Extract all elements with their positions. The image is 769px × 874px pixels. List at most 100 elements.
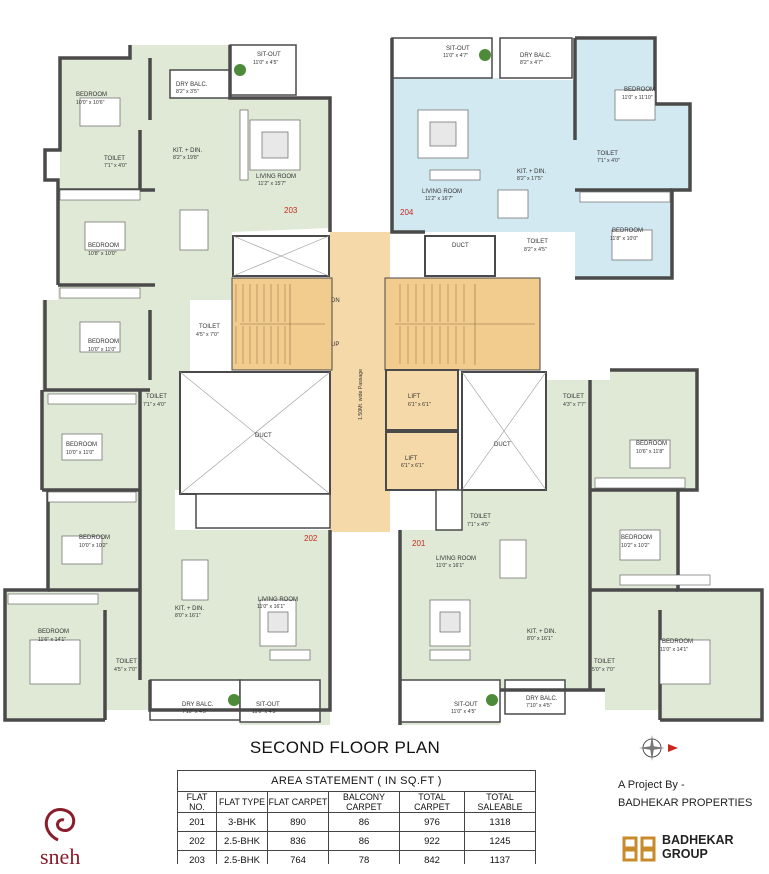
cell: 86 xyxy=(328,831,400,851)
cell: 2.5-BHK xyxy=(216,831,268,851)
unit-202-floor xyxy=(5,310,330,725)
table-header-row: FLAT NO. FLAT TYPE FLAT CARPET BALCONY C… xyxy=(177,791,536,813)
u202-living: LIVING ROOM xyxy=(258,597,298,603)
plants xyxy=(228,49,498,706)
u204-dry-balc-dim: 8'2" x 4'7" xyxy=(520,60,543,66)
lift-2-dim: 6'1" x 6'1" xyxy=(401,463,424,469)
u203-dry-balc-dim: 8'2" x 3'5" xyxy=(176,89,199,95)
window-strips xyxy=(7,189,711,605)
cell: 202 xyxy=(177,831,217,851)
cell: 890 xyxy=(267,812,329,832)
lift-2-label: LIFT xyxy=(405,456,418,462)
cell: 1245 xyxy=(464,831,536,851)
u202-toilet-b-dim: 4'5" x 7'0" xyxy=(114,667,137,673)
u204-bedroom-low: BEDROOM xyxy=(612,228,643,234)
u203-kit: KIT. + DIN. xyxy=(173,148,203,154)
u201-bedroom-c: BEDROOM xyxy=(662,639,693,645)
unit-201-number: 201 xyxy=(412,539,426,548)
u203-living: LIVING ROOM xyxy=(256,174,296,180)
u204-bedroom-top-dim: 11'0" x 11'10" xyxy=(622,95,653,101)
furniture xyxy=(29,89,711,685)
u204-bedroom-low-dim: 11'8" x 10'0" xyxy=(610,236,638,242)
u203-bedroom-mid-dim: 10'8" x 10'0" xyxy=(88,251,117,257)
u201-dry-balc: DRY BALC. xyxy=(526,696,558,702)
header-total-saleable: TOTAL SALEABLE xyxy=(464,791,536,813)
u203-bedroom-low-dim: 10'0" x 11'0" xyxy=(88,347,116,353)
duct-label-right: DUCT xyxy=(494,442,511,448)
u201-sit-out-dim: 11'0" x 4'5" xyxy=(451,709,476,715)
unit-201-floor xyxy=(400,370,762,725)
table-clip xyxy=(170,864,550,874)
cell: 922 xyxy=(399,831,465,851)
unit-204-number: 204 xyxy=(400,208,414,217)
u201-living-dim: 11'0" x 16'1" xyxy=(436,563,464,569)
cell: 1318 xyxy=(464,812,536,832)
u203-sit-out: SIT-OUT xyxy=(257,52,281,58)
u201-bedroom-a-dim: 10'6" x 11'8" xyxy=(636,449,664,455)
u203-bedroom-low: BEDROOM xyxy=(88,339,119,345)
u202-bedroom-c: BEDROOM xyxy=(38,629,69,635)
u202-toilet-b: TOILET xyxy=(116,659,137,665)
brand-wordmark: BADHEKAR GROUP xyxy=(662,833,734,861)
u201-toilet-c-dim: 5'0" x 7'0" xyxy=(592,667,615,673)
sneh-logo-text: sneh xyxy=(40,844,80,866)
u204-living: LIVING ROOM xyxy=(422,189,462,195)
u202-bedroom-b-dim: 10'0" x 10'2" xyxy=(79,543,108,549)
duct-label-top: DUCT xyxy=(452,243,469,249)
floor-plan-title: SECOND FLOOR PLAN xyxy=(249,738,441,757)
u201-sit-out: SIT-OUT xyxy=(454,702,478,708)
header-total-carpet: TOTAL CARPET xyxy=(399,791,465,813)
lift-1-dim: 6'1" x 6'1" xyxy=(408,402,431,408)
cell: 201 xyxy=(177,812,217,832)
area-statement-table: AREA STATEMENT ( IN SQ.FT ) FLAT NO. FLA… xyxy=(177,770,536,870)
cell: 976 xyxy=(399,812,465,832)
u203-kit-dim: 8'2" x 19'8" xyxy=(173,155,199,161)
cell: 86 xyxy=(328,812,400,832)
u202-bedroom-a: BEDROOM xyxy=(66,442,97,448)
u203-toilet-a: TOILET xyxy=(104,156,125,162)
u201-toilet-b-dim: 7'1" x 4'5" xyxy=(467,522,490,528)
u202-sit-out: SIT-OUT xyxy=(256,702,280,708)
u201-toilet-b: TOILET xyxy=(470,514,491,520)
passage-label: 1.50Mt. wide Passage xyxy=(358,369,364,420)
u204-kit-dim: 8'2" x 17'5" xyxy=(517,176,543,182)
u203-living-dim: 11'2" x 15'7" xyxy=(258,181,286,187)
u202-bedroom-c-dim: 11'6" x 14'1" xyxy=(38,637,66,643)
brand-line-2: GROUP xyxy=(662,847,708,861)
floor-plan: 203 204 202 201 DN UP 1.50Mt. wide Passa… xyxy=(3,36,764,725)
core xyxy=(179,232,547,532)
u201-kit-dim: 8'0" x 16'1" xyxy=(527,636,553,642)
u201-bedroom-b-dim: 10'2" x 10'2" xyxy=(621,543,650,549)
unit-202-number: 202 xyxy=(304,534,318,543)
u204-toilet-a: TOILET xyxy=(597,151,618,157)
sneh-logo: sneh xyxy=(40,808,80,866)
u203-toilet-b: TOILET xyxy=(199,324,220,330)
header-flat-no: FLAT NO. xyxy=(177,791,217,813)
u203-bedroom-top: BEDROOM xyxy=(76,92,107,98)
u204-toilet-b-dim: 8'2" x 4'5" xyxy=(524,247,547,253)
u203-bedroom-top-dim: 10'0" x 10'6" xyxy=(76,100,105,106)
u204-sit-out-dim: 11'0" x 4'7" xyxy=(443,53,468,59)
lift-1-label: LIFT xyxy=(408,394,421,400)
u201-bedroom-b: BEDROOM xyxy=(621,535,652,541)
u203-sit-out-dim: 11'0" x 4'5" xyxy=(253,60,278,66)
u202-living-dim: 11'0" x 16'1" xyxy=(257,604,285,610)
u202-bedroom-b: BEDROOM xyxy=(79,535,110,541)
u204-bedroom-top: BEDROOM xyxy=(624,87,655,93)
u201-dry-balc-dim: 7'10" x 4'5" xyxy=(526,703,552,709)
header-flat-carpet: FLAT CARPET xyxy=(267,791,329,813)
u204-living-dim: 11'2" x 16'7" xyxy=(425,196,453,202)
table-row: 202 2.5-BHK 836 86 922 1245 xyxy=(177,831,536,851)
u201-bedroom-c-dim: 11'0" x 14'1" xyxy=(660,647,688,653)
u204-dry-balc: DRY BALC. xyxy=(520,53,552,59)
u201-kit: KIT. + DIN. xyxy=(527,629,557,635)
stair-dn-label: DN xyxy=(331,298,340,304)
u202-sit-out-dim: 11'0" x 4'5" xyxy=(252,709,277,715)
cell: 3-BHK xyxy=(216,812,268,832)
u203-bedroom-mid: BEDROOM xyxy=(88,243,119,249)
stair-up-label: UP xyxy=(331,342,339,348)
unit-203-number: 203 xyxy=(284,206,298,215)
u202-toilet-a: TOILET xyxy=(146,394,167,400)
u202-dry-balc-dim: 7'10" x 4'5" xyxy=(182,709,208,715)
u202-toilet-a-dim: 7'1" x 4'0" xyxy=(143,402,166,408)
